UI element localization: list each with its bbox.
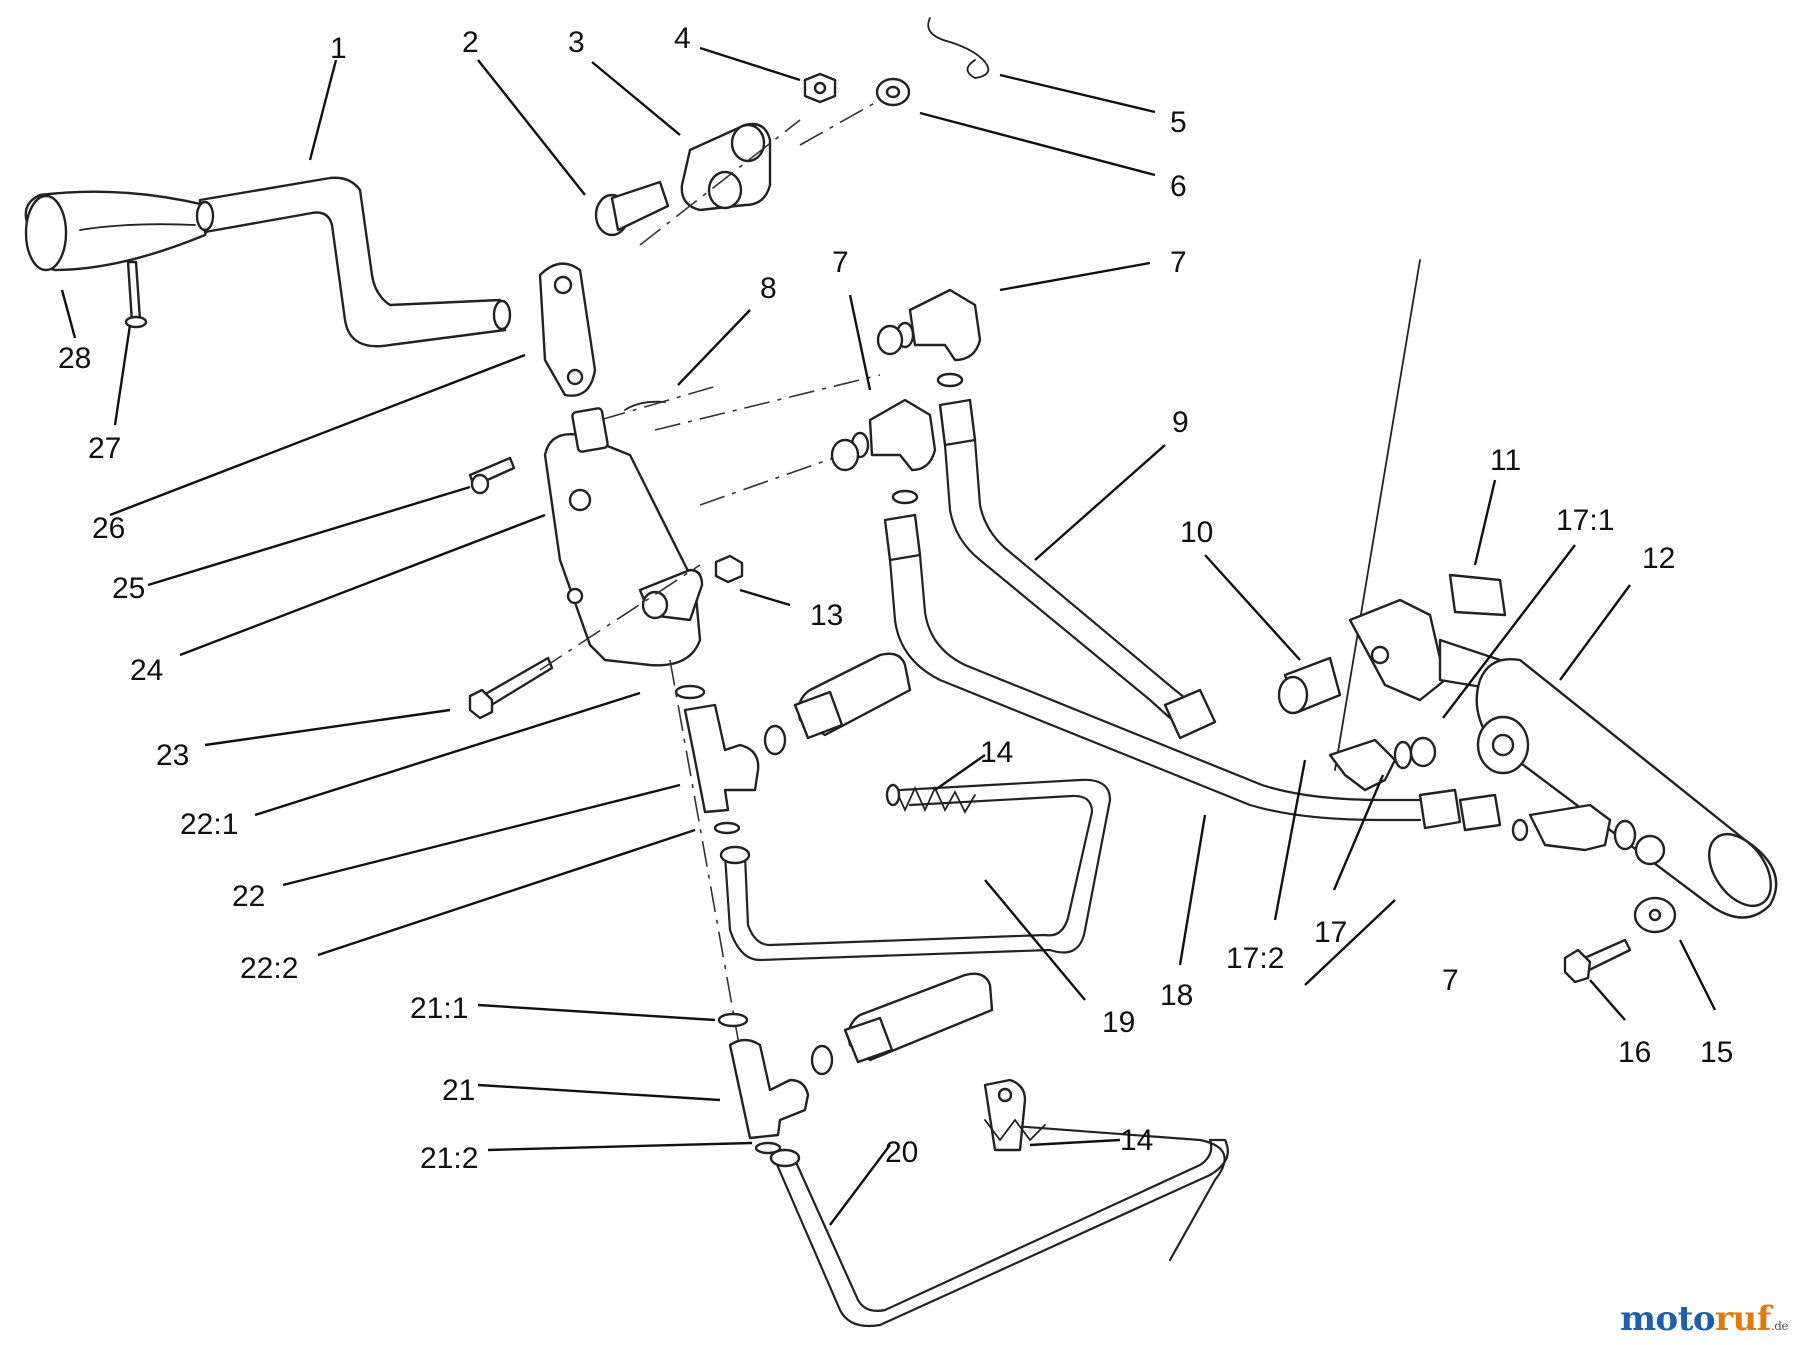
callout-1: 1 — [330, 32, 347, 65]
control-valve — [543, 407, 704, 667]
callout-22-1: 22:1 — [180, 808, 238, 841]
callout-2: 2 — [462, 26, 479, 59]
control-lever-knob — [24, 190, 210, 272]
callout-27: 27 — [88, 432, 121, 465]
elbow-fitting-21 — [717, 1012, 834, 1155]
callout-7-bottom: 7 — [1442, 964, 1459, 997]
callout-7-top-right: 7 — [1170, 246, 1187, 279]
callout-21-1: 21:1 — [410, 992, 468, 1025]
screw-27 — [124, 260, 148, 329]
link-plate — [538, 262, 597, 397]
callout-19: 19 — [1102, 1006, 1135, 1039]
hydraulic-hose-9 — [938, 398, 1217, 740]
callout-3: 3 — [568, 26, 585, 59]
callout-11: 11 — [1490, 444, 1521, 477]
callout-10: 10 — [1180, 516, 1213, 549]
watermark-part-2: ruf — [1715, 1299, 1771, 1339]
hose-fitting-21-side — [843, 972, 994, 1064]
callout-12: 12 — [1642, 542, 1675, 575]
callout-5: 5 — [1170, 106, 1187, 139]
hydraulic-cylinder — [1475, 658, 1778, 919]
callout-14-upper: 14 — [980, 736, 1013, 769]
screw-25 — [468, 456, 516, 495]
elbow-7-upper — [876, 288, 982, 362]
tube-19 — [719, 778, 1112, 962]
callout-21: 21 — [442, 1074, 475, 1107]
watermark-part-3: .de — [1770, 1319, 1789, 1333]
fitting-10 — [1277, 656, 1342, 715]
nut-4 — [803, 72, 837, 104]
elbow-fitting-17 — [1328, 736, 1437, 792]
callout-17: 17 — [1314, 916, 1347, 949]
callout-16: 16 — [1618, 1036, 1651, 1069]
spring-14-upper — [885, 783, 976, 814]
tee-fitting-22 — [674, 684, 787, 835]
callout-13: 13 — [810, 599, 843, 632]
elbow-7-cylinder — [1511, 803, 1637, 852]
clip-11 — [1448, 573, 1507, 617]
bolt-23 — [468, 656, 554, 720]
o-ring-middle — [891, 489, 919, 505]
hose-fitting-22-side — [793, 652, 912, 740]
watermark-logo: motoruf.de — [1620, 1299, 1788, 1339]
clamp-14-lower — [983, 1078, 1046, 1152]
watermark-part-1: moto — [1620, 1299, 1716, 1339]
callout-15: 15 — [1700, 1036, 1733, 1069]
pivot-pin — [594, 180, 670, 237]
callout-22-2: 22:2 — [240, 952, 298, 985]
callout-9: 9 — [1172, 406, 1189, 439]
callout-7-top-left: 7 — [832, 246, 849, 279]
callout-23: 23 — [156, 739, 189, 772]
nut-13 — [714, 554, 744, 584]
washer-15 — [1633, 896, 1677, 934]
elbow-7-middle — [830, 398, 937, 472]
hydraulic-hose-18 — [883, 513, 1502, 832]
o-ring-upper — [936, 372, 964, 388]
hairpin-5 — [927, 17, 990, 79]
callout-28: 28 — [58, 342, 91, 375]
callout-21-2: 21:2 — [420, 1142, 478, 1175]
callout-20: 20 — [885, 1136, 918, 1169]
callout-4: 4 — [674, 22, 691, 55]
control-lever — [195, 176, 512, 348]
tube-20 — [769, 1123, 1229, 1328]
callout-6: 6 — [1170, 170, 1187, 203]
callout-8: 8 — [760, 272, 777, 305]
callout-17-2: 17:2 — [1226, 942, 1284, 975]
callout-17-1: 17:1 — [1556, 504, 1614, 537]
callout-14-lower: 14 — [1120, 1124, 1153, 1157]
callout-22: 22 — [232, 880, 265, 913]
leader-lines — [60, 46, 1717, 1226]
callout-24: 24 — [130, 654, 163, 687]
callout-26: 26 — [92, 512, 125, 545]
bolt-16 — [1563, 938, 1632, 984]
callout-18: 18 — [1160, 979, 1193, 1012]
callout-25: 25 — [112, 572, 145, 605]
pivot-block — [680, 122, 772, 212]
washer-6 — [875, 77, 911, 107]
